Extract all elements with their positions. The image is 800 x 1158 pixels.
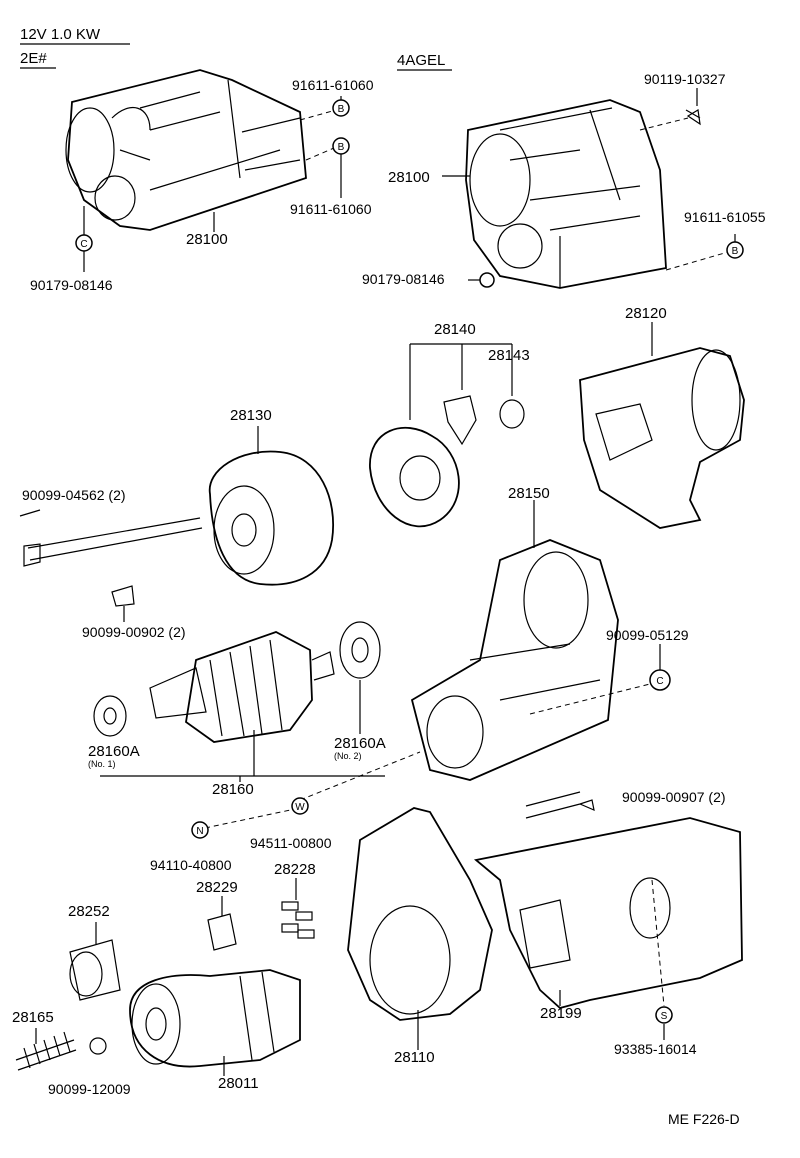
- brush-28140: [443, 395, 477, 446]
- bearing-28160a-no2: [339, 621, 381, 679]
- marker-b-right-text: B: [732, 246, 739, 257]
- bearing-28160a-no1: [93, 695, 127, 737]
- label-28110: 28110: [394, 1049, 435, 1066]
- label-28165: 28165: [12, 1009, 54, 1026]
- leader-16014-dash: [651, 879, 665, 1007]
- label-28252: 28252: [68, 903, 110, 920]
- leader-28140-bracket: [409, 343, 513, 420]
- starter-assembly-2e: [65, 69, 307, 231]
- label-28199: 28199: [540, 1005, 582, 1022]
- through-bolt-90099-04562: [23, 517, 203, 567]
- variant-2e-label: 2E#: [20, 50, 47, 67]
- spring-28143: [499, 399, 525, 429]
- leader-00800-dash: [299, 751, 421, 801]
- label-28160a-no2: 28160A: [334, 735, 386, 752]
- label-28120: 28120: [625, 305, 667, 322]
- label-90099-00902: 90099-00902 (2): [82, 624, 186, 640]
- marker-b-mid: [332, 137, 350, 155]
- leader-61060-top: [299, 109, 337, 121]
- pinion-gear-28252: [69, 939, 121, 1001]
- label-90099-05129: 90099-05129: [606, 627, 689, 643]
- marker-w: [291, 797, 309, 815]
- label-28130: 28130: [230, 407, 272, 424]
- screw-90099-00902: [111, 585, 135, 607]
- label-28229: 28229: [196, 879, 238, 896]
- spec-label: 12V 1.0 KW: [20, 26, 101, 43]
- bolt-90099-00907: [525, 791, 595, 819]
- pinion-sleeve-28229: [207, 913, 237, 951]
- label-28160a-no1: 28160A: [88, 743, 140, 760]
- leader-05129-dash: [529, 683, 651, 715]
- ball-90099-12009: [89, 1037, 107, 1055]
- marker-s: [655, 1006, 673, 1024]
- leader-04562: [19, 509, 41, 517]
- armature-28160: [149, 631, 335, 743]
- clutch-28011: [129, 969, 301, 1068]
- label-28160a-no2-note: (No. 2): [334, 751, 362, 761]
- marker-b-top-text: B: [338, 104, 345, 115]
- label-91611-61060-top: 91611-61060: [292, 77, 374, 93]
- marker-s-text: S: [661, 1011, 668, 1022]
- label-28150: 28150: [508, 485, 550, 502]
- leader-10327: [639, 117, 689, 131]
- label-93385-16014: 93385-16014: [614, 1041, 697, 1057]
- label-90099-00907: 90099-00907 (2): [622, 789, 726, 805]
- label-94110-40800: 94110-40800: [150, 857, 232, 873]
- marker-n: [191, 821, 209, 839]
- label-91611-61055: 91611-61055: [684, 209, 766, 225]
- label-28160: 28160: [212, 781, 254, 798]
- solenoid-28150: [410, 539, 619, 781]
- marker-c-05129: [649, 669, 671, 691]
- marker-b-mid-text: B: [338, 142, 345, 153]
- marker-b-top: [332, 99, 350, 117]
- label-91611-61060-bottom: 91611-61060: [290, 201, 372, 217]
- variant-4agel-label: 4AGEL: [397, 52, 446, 69]
- marker-c-left-text: C: [80, 239, 87, 250]
- drive-housing-28110: [347, 807, 493, 1021]
- marker-c-right: [479, 272, 495, 288]
- leader-61060-bot: [305, 147, 335, 161]
- label-90179-08146-left: 90179-08146: [30, 277, 113, 293]
- label-28160a-no1-note: (No. 1): [88, 759, 116, 769]
- marker-b-right: [726, 241, 744, 259]
- label-28011: 28011: [218, 1075, 259, 1092]
- label-28100-left: 28100: [186, 231, 228, 248]
- label-90119-10327: 90119-10327: [644, 71, 726, 87]
- marker-c-left: [75, 234, 93, 252]
- label-28143: 28143: [488, 347, 530, 364]
- brush-holder-28140: [369, 426, 460, 528]
- bolt-90119-10327: [685, 109, 701, 126]
- drawing-code: ME F226-D: [668, 1111, 740, 1127]
- leader-61055: [665, 251, 729, 271]
- marker-w-text: W: [295, 802, 305, 813]
- cover-28199: [473, 817, 743, 1009]
- starter-assembly-4agel: [465, 99, 667, 289]
- label-28228: 28228: [274, 861, 316, 878]
- rollers-28228: [281, 901, 315, 939]
- marker-n-text: N: [196, 826, 203, 837]
- spring-28165: [15, 1031, 77, 1071]
- marker-c-05129-text: C: [656, 676, 663, 687]
- yoke-28120: [579, 347, 745, 529]
- label-90179-08146-right: 90179-08146: [362, 271, 445, 287]
- label-90099-04562: 90099-04562 (2): [22, 487, 126, 503]
- label-94511-00800: 94511-00800: [250, 835, 332, 851]
- end-frame-28130: [208, 450, 334, 586]
- label-28100-right: 28100: [388, 169, 430, 186]
- label-90099-12009: 90099-12009: [48, 1081, 131, 1097]
- label-28140: 28140: [434, 321, 476, 338]
- leader-40800-dash: [204, 807, 301, 829]
